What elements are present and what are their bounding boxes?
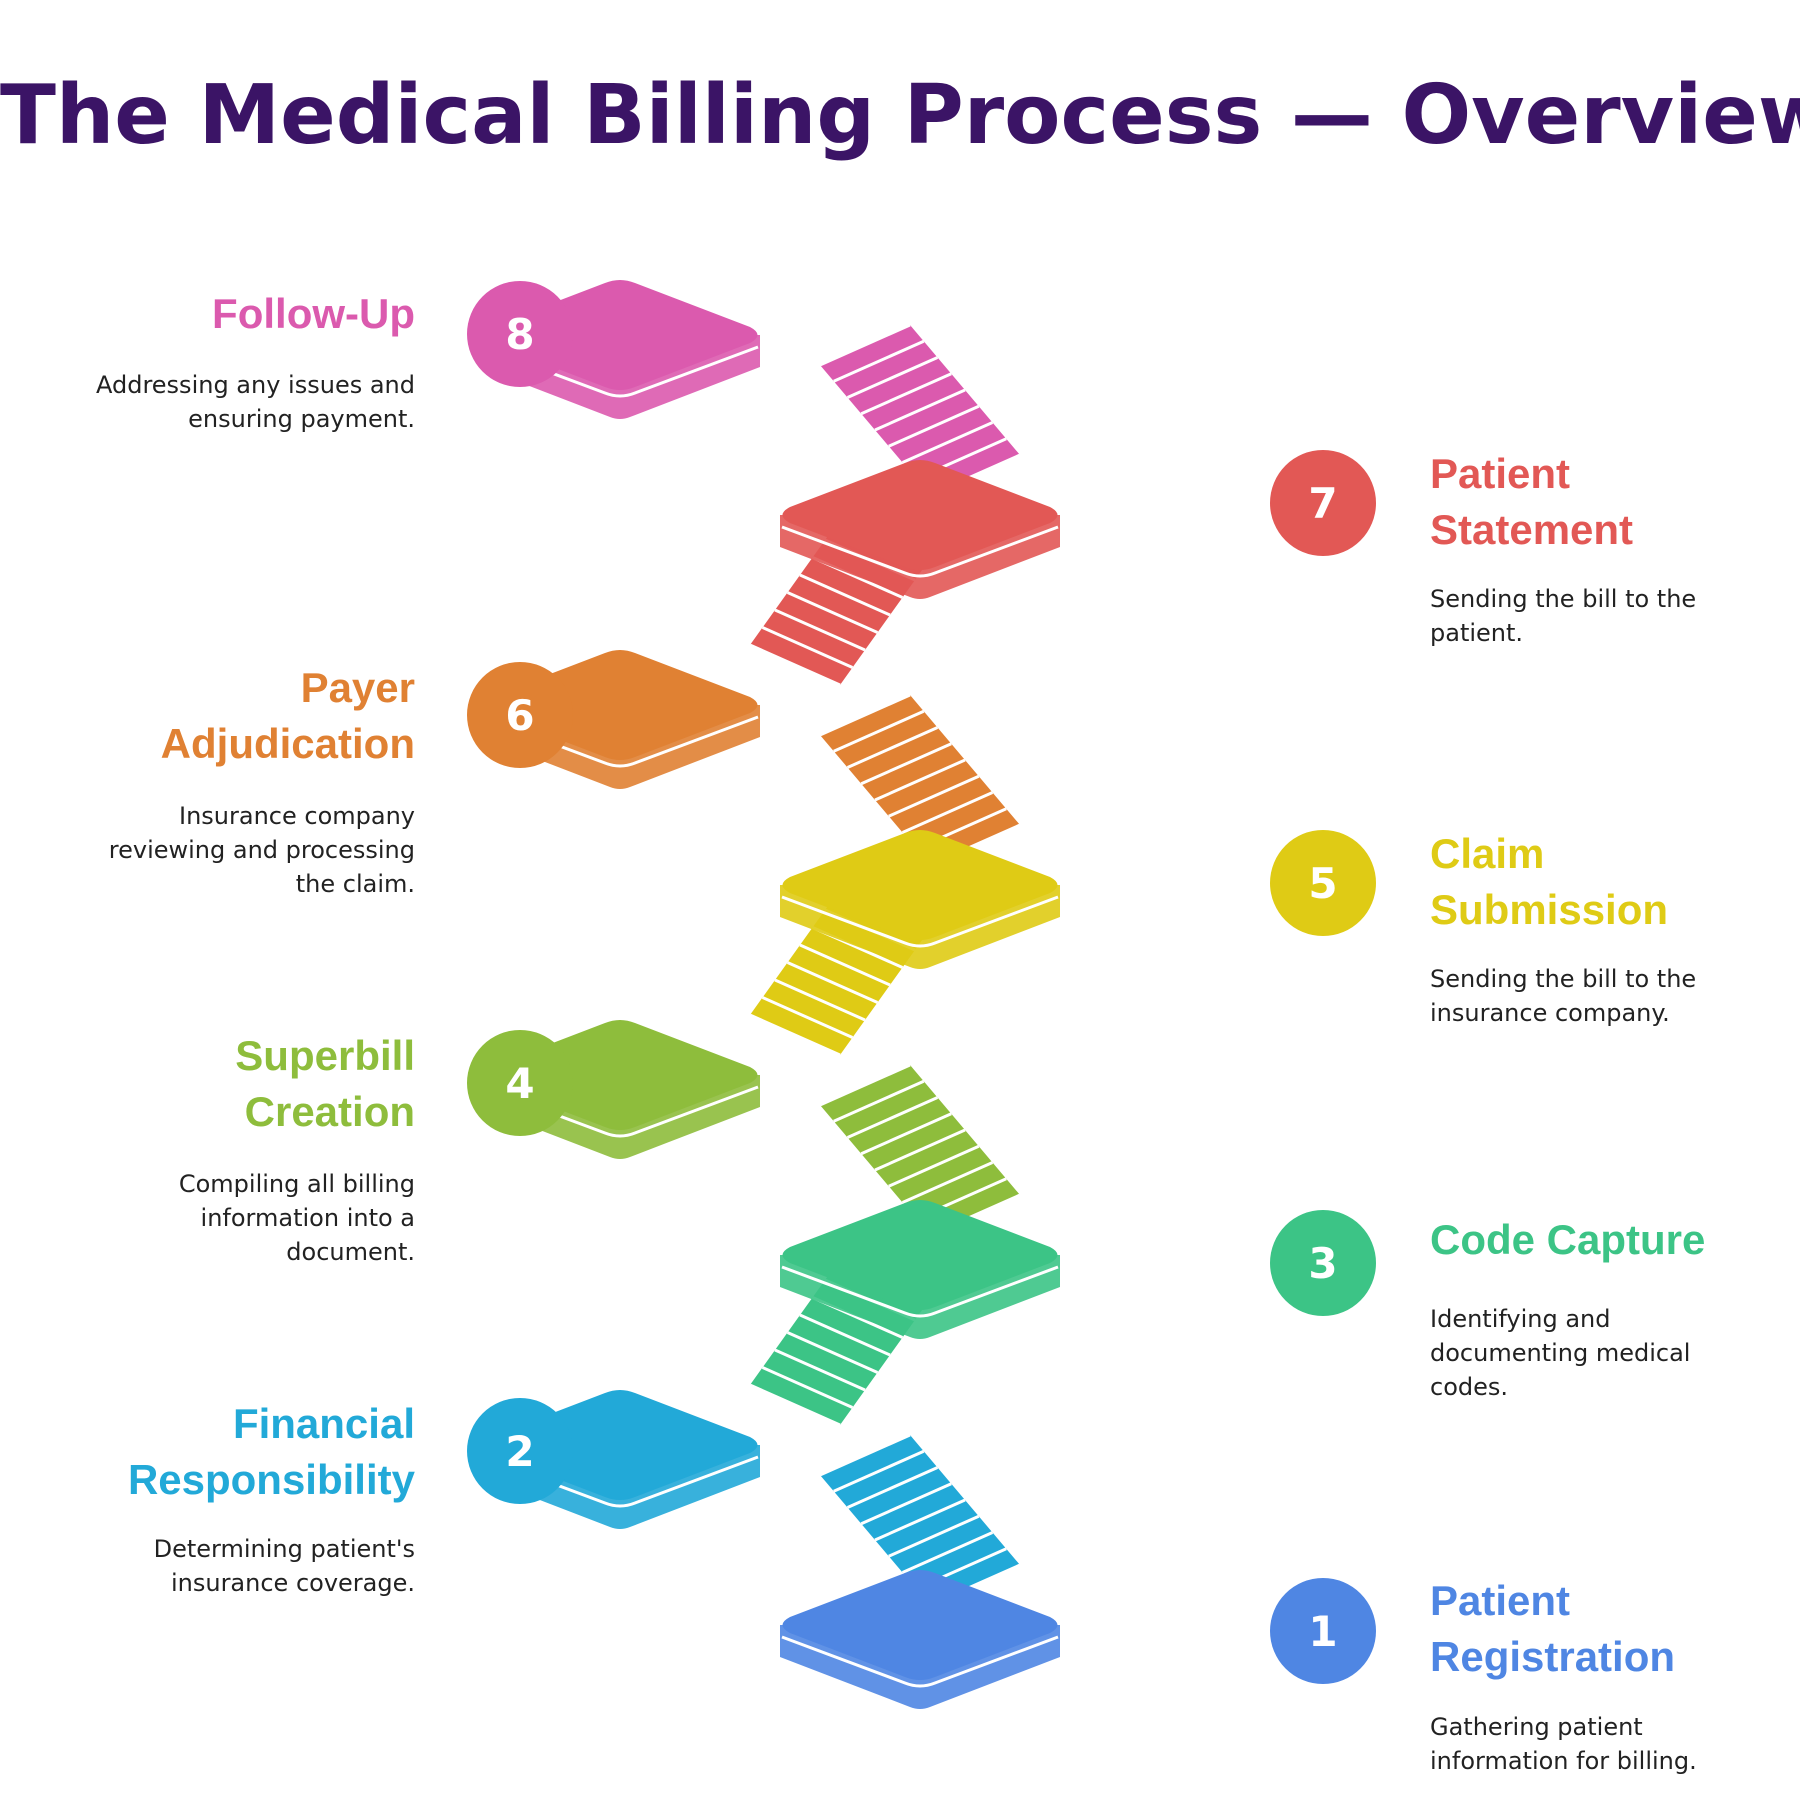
- step-1-title: Patient Registration: [1430, 1577, 1676, 1680]
- step-2-number-badge: 2: [467, 1398, 573, 1504]
- step-7-description: Sending the bill to the patient.: [1430, 585, 1697, 647]
- step-6-description: Insurance company reviewing and processi…: [108, 802, 415, 898]
- step-2-description: Determining patient's insurance coverage…: [153, 1535, 415, 1597]
- step-6-number-badge: 6: [467, 662, 573, 768]
- step-8-description: Addressing any issues and ensuring payme…: [95, 371, 415, 433]
- step-1-description: Gathering patient information for billin…: [1430, 1713, 1697, 1775]
- step-4-title: Superbill Creation: [235, 1032, 415, 1135]
- platform-step-3: [780, 1200, 1060, 1339]
- platform-step-5: [780, 830, 1060, 969]
- platform-step-7: [780, 460, 1060, 599]
- platform-step-1: [780, 1570, 1060, 1709]
- stair-flight-3-to-4: [819, 1063, 1021, 1237]
- step-5-title: Claim Submission: [1430, 830, 1669, 933]
- stair-flight-5-to-6: [819, 693, 1021, 867]
- step-7-number-badge: 7: [1270, 450, 1376, 556]
- step-3-description: Identifying and documenting medical code…: [1430, 1305, 1691, 1401]
- step-8-number-badge: 8: [467, 281, 573, 387]
- page-title: The Medical Billing Process — Overview: [0, 68, 1800, 163]
- step-3-title: Code Capture: [1430, 1216, 1706, 1263]
- step-6-title: Payer Adjudication: [160, 664, 415, 767]
- step-8-title: Follow-Up: [212, 290, 415, 337]
- step-4-number-badge: 4: [467, 1030, 573, 1136]
- step-5-number-badge: 5: [1270, 830, 1376, 936]
- step-1-number-badge: 1: [1270, 1578, 1376, 1684]
- step-3-number-badge: 3: [1270, 1210, 1376, 1316]
- step-4-description: Compiling all billing information into a…: [178, 1170, 415, 1266]
- step-2-title: Financial Responsibility: [127, 1400, 415, 1503]
- step-7-title: Patient Statement: [1430, 450, 1634, 553]
- step-5-description: Sending the bill to the insurance compan…: [1430, 965, 1697, 1027]
